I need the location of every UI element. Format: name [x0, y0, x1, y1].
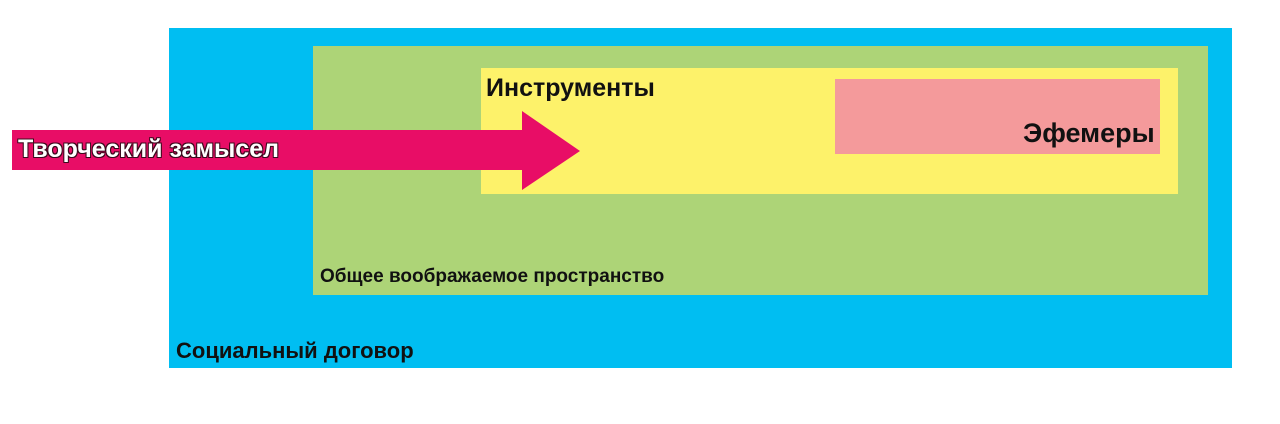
creative-intent-label: Творческий замысел	[18, 135, 279, 163]
tools-label: Инструменты	[486, 74, 655, 102]
creative-intent-arrow-shape	[12, 111, 580, 190]
ephemera-label: Эфемеры	[1023, 118, 1155, 148]
shared-imagined-space-label: Общее воображаемое пространство	[320, 266, 665, 287]
creative-intent-arrow	[12, 111, 580, 190]
social-contract-label: Социальный договор	[176, 338, 414, 363]
ephemera-region	[835, 79, 1160, 154]
